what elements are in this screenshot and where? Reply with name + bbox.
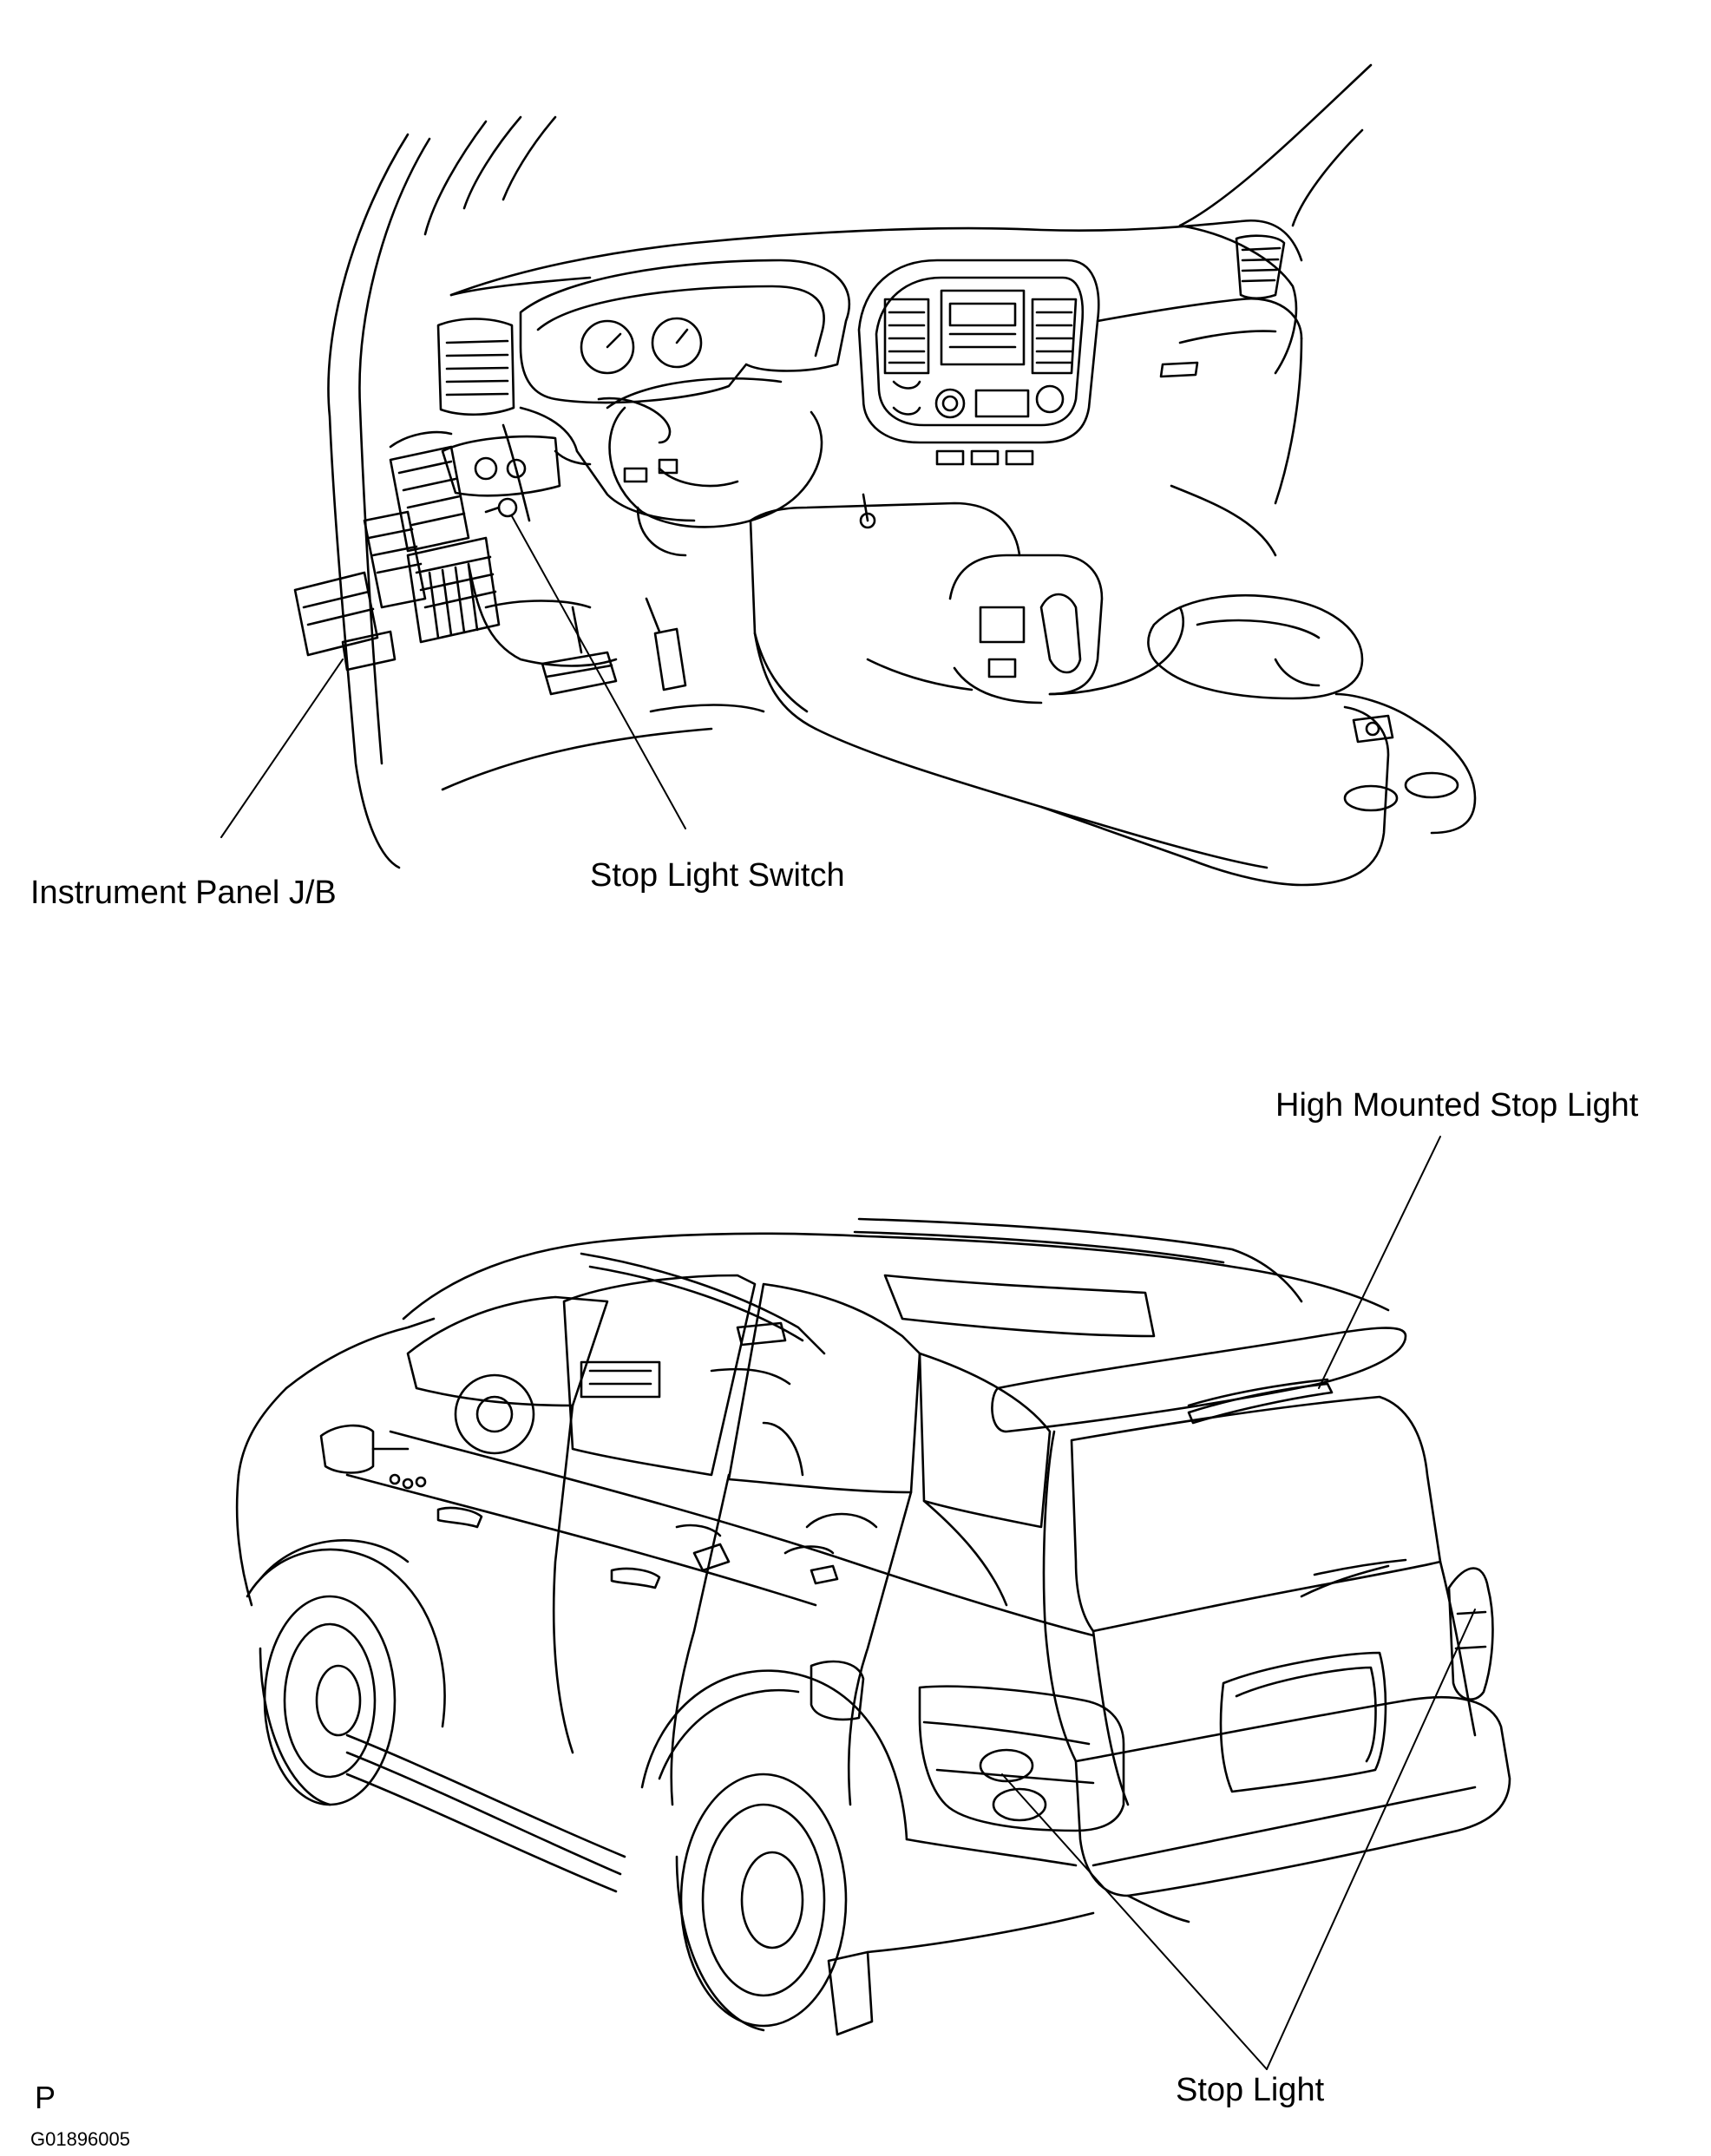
figure-code: G01896005 — [30, 2128, 130, 2150]
vehicle-exterior-illustration — [235, 1217, 1511, 2036]
high-mounted-stop-light-label: High Mounted Stop Light — [1275, 1087, 1639, 1124]
leader-lines-bottom — [1001, 1136, 1476, 2070]
leader-lines-top — [220, 515, 686, 838]
dashboard-interior-illustration — [293, 63, 1477, 887]
page-marker: P — [35, 2080, 56, 2115]
stop-light-label: Stop Light — [1176, 2072, 1325, 2108]
stop-light-switch-label: Stop Light Switch — [590, 857, 845, 894]
instrument-panel-jb-label: Instrument Panel J/B — [30, 875, 337, 911]
